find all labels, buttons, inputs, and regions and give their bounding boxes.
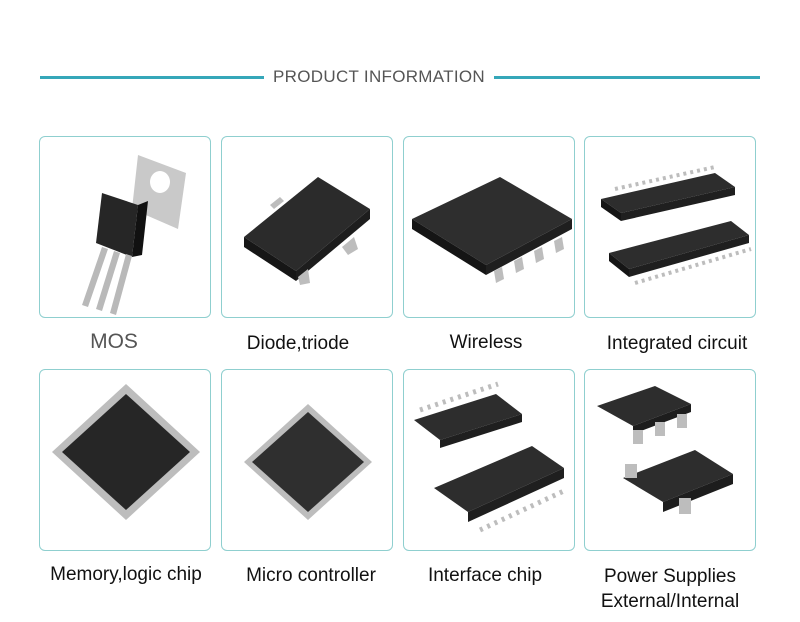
section-title: PRODUCT INFORMATION [273,67,485,86]
product-label-power-supplies-line2: External/Internal [600,591,740,612]
sot23-transistor-icon [244,177,370,285]
product-label-interface-chip: Interface chip [427,565,543,586]
product-card-memory-logic-chip[interactable] [39,369,211,551]
product-label-diode-triode: Diode,triode [246,333,350,354]
product-label-memory-logic-chip: Memory,logic chip [50,564,202,585]
product-card-mos[interactable] [39,136,211,318]
product-card-interface-chip[interactable] [403,369,575,551]
to220-transistor-icon [82,155,186,315]
product-card-power-supplies[interactable] [584,369,756,551]
qfp-large-chip-icon [52,384,200,520]
product-label-mos: MOS [90,330,138,353]
lqfp-chip-icon [244,404,372,520]
product-card-micro-controller[interactable] [221,369,393,551]
product-card-diode-triode[interactable] [221,136,393,318]
sot-regulator-pair-icon [597,386,733,514]
product-label-wireless: Wireless [449,332,523,353]
soic8-chip-icon [412,177,572,283]
product-label-micro-controller: Micro controller [246,565,376,586]
product-card-integrated-circuit[interactable] [584,136,756,318]
header-line-left [40,76,264,79]
product-card-wireless[interactable] [403,136,575,318]
product-label-power-supplies-line1: Power Supplies [603,566,737,587]
header-line-right [494,76,760,79]
ssop-chip-pair-icon [601,165,752,285]
product-label-integrated-circuit: Integrated circuit [606,333,748,354]
soic-chip-pair-icon [414,381,568,533]
